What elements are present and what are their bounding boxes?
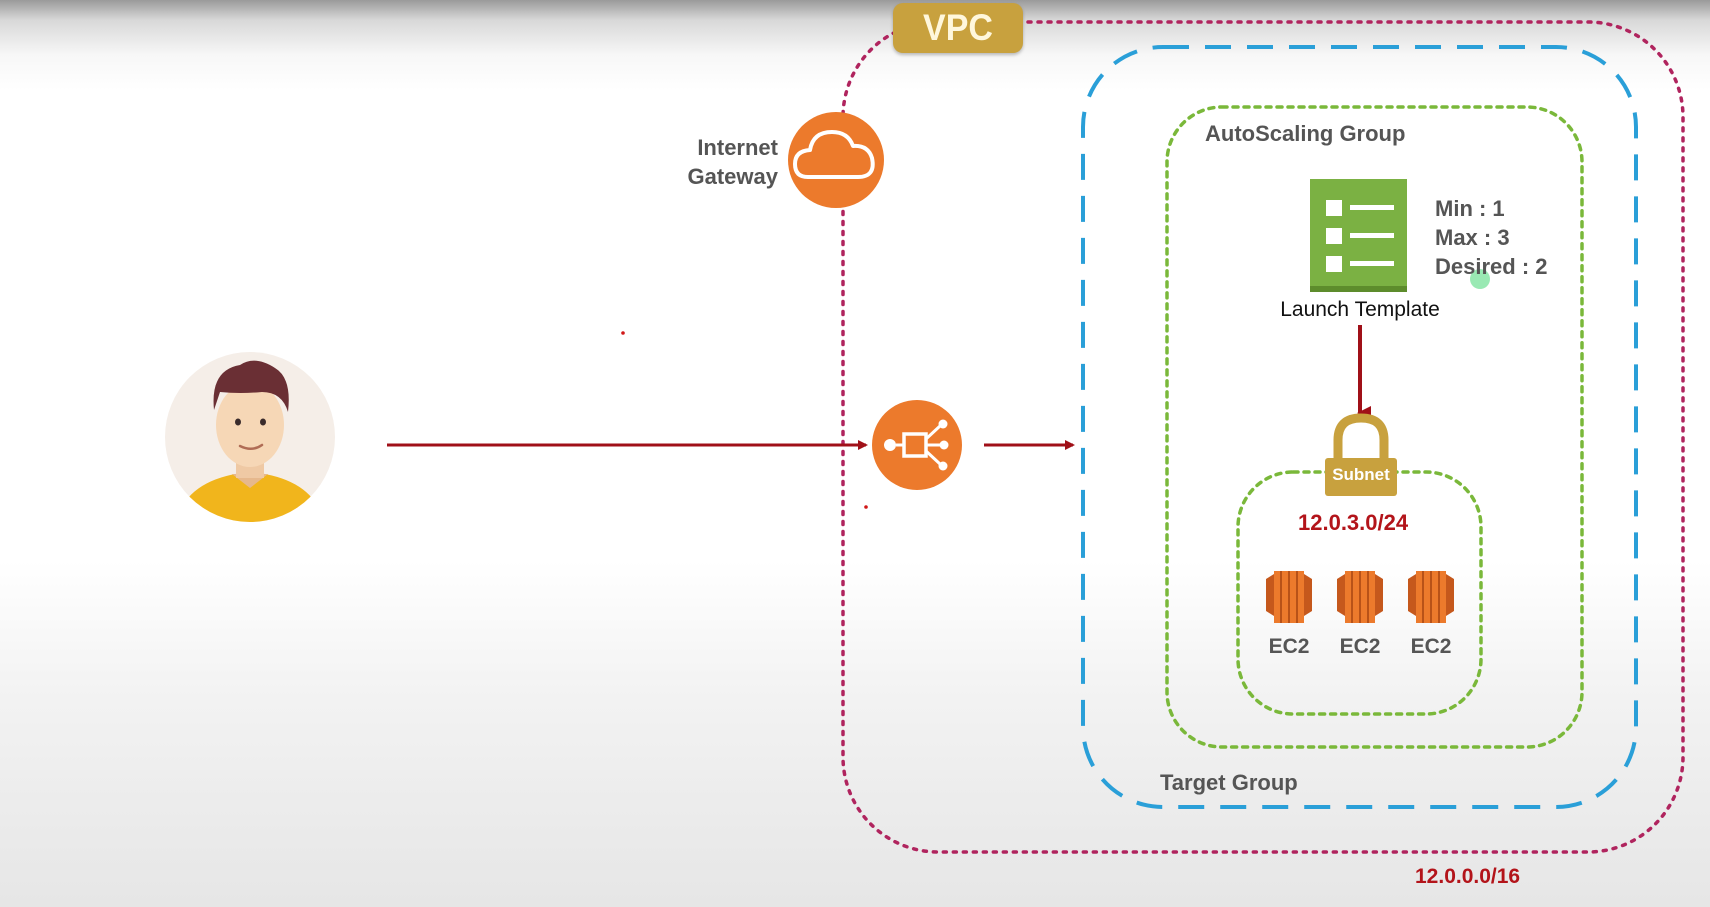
max-capacity: Max : 3 [1435,225,1510,250]
launch-template-icon [1310,179,1407,292]
ec2-label: EC2 [1410,635,1452,658]
desired-capacity: Desired : 2 [1435,254,1548,279]
subnet-badge-label: Subnet [1332,465,1390,484]
pointer-dot [864,505,868,509]
target-group-boundary [1081,45,1638,809]
vpc-badge: VPC [893,3,1023,53]
scaling-settings: Min : 1 Max : 3 Desired : 2 [1435,194,1548,281]
user-avatar-icon [165,352,335,522]
ec2-label: EC2 [1339,635,1381,658]
target-group-title: Target Group [1160,770,1298,795]
internet-gateway-line2: Gateway [687,164,779,189]
launch-template-label: Launch Template [1280,298,1440,321]
autoscaling-group-boundary [1165,105,1584,749]
min-capacity: Min : 1 [1435,196,1505,221]
autoscaling-group-title: AutoScaling Group [1205,121,1406,146]
subnet-cidr: 12.0.3.0/24 [1298,510,1409,535]
ec2-instance-icon [1266,571,1454,623]
pointer-dot [621,331,625,335]
internet-gateway-label: Internet Gateway [650,133,779,191]
load-balancer-icon [872,400,962,490]
ec2-label: EC2 [1268,635,1310,658]
internet-gateway-line1: Internet [697,135,778,160]
lock-icon [1325,413,1397,496]
vpc-boundary [841,20,1685,854]
cursor-highlight [1470,269,1490,289]
vpc-cidr: 12.0.0.0/16 [1415,865,1521,888]
cloud-icon [788,112,884,208]
